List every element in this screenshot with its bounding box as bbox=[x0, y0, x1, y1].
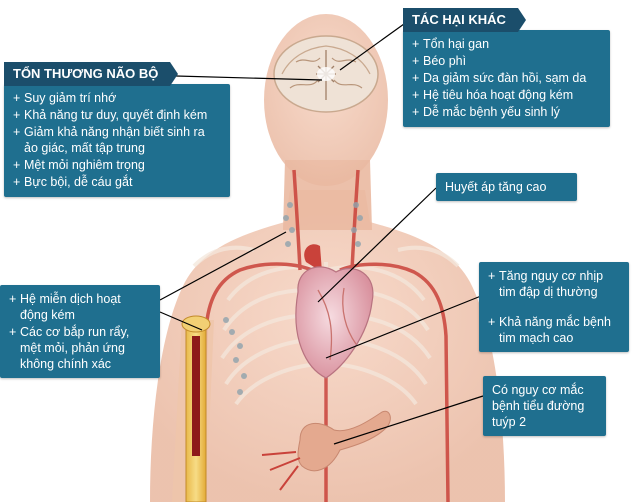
other-harm-item: Dễ mắc bệnh yếu sinh lý bbox=[412, 104, 601, 120]
brain-damage-list: Suy giảm trí nhớ Khả năng tư duy, quyết … bbox=[4, 84, 230, 197]
arm-bone-icon bbox=[172, 315, 214, 502]
other-harms-panel: TÁC HẠI KHÁC Tổn hại gan Béo phì Da giảm… bbox=[403, 8, 610, 127]
brain-damage-panel: TỔN THƯƠNG NÃO BỘ Suy giảm trí nhớ Khả n… bbox=[4, 62, 230, 197]
immune-item: Hệ miễn dịch hoạt động kém bbox=[9, 291, 151, 323]
brain-item: Mệt mỏi nghiêm trọng bbox=[13, 157, 221, 173]
other-harm-item: Hệ tiêu hóa hoạt động kém bbox=[412, 87, 601, 103]
brain-item: Khả năng tư duy, quyết định kém bbox=[13, 107, 221, 123]
other-harm-item: Tổn hại gan bbox=[412, 36, 601, 52]
immune-muscle-callout: Hệ miễn dịch hoạt động kém Các cơ bắp ru… bbox=[0, 285, 160, 378]
brain-item: Bực bội, dễ cáu gắt bbox=[13, 174, 221, 190]
leader-lines bbox=[159, 23, 484, 445]
other-harm-item: Béo phì bbox=[412, 53, 601, 69]
brain-icon bbox=[273, 35, 379, 113]
diabetes-callout: Có nguy cơ mắc bệnh tiểu đường tuýp 2 bbox=[483, 376, 606, 436]
lymph-nodes-icon bbox=[223, 202, 363, 395]
brain-damage-title: TỔN THƯƠNG NÃO BỘ bbox=[4, 62, 179, 86]
other-harm-item: Da giảm sức đàn hồi, sạm da bbox=[412, 70, 601, 86]
brain-item: Giảm khả năng nhận biết sinh ra ảo giác,… bbox=[13, 124, 221, 156]
other-harms-title: TÁC HẠI KHÁC bbox=[403, 8, 526, 32]
heart-risk-item: Tăng nguy cơ nhịp tim đập dị thường bbox=[488, 268, 620, 300]
heart-icon bbox=[295, 244, 374, 379]
heart-risk-item: Khả năng mắc bệnh tim mạch cao bbox=[488, 314, 620, 346]
brain-item: Suy giảm trí nhớ bbox=[13, 90, 221, 106]
blood-pressure-callout: Huyết áp tăng cao bbox=[436, 173, 577, 201]
other-harms-list: Tổn hại gan Béo phì Da giảm sức đàn hồi,… bbox=[403, 30, 610, 127]
heart-risk-callout: Tăng nguy cơ nhịp tim đập dị thường Khả … bbox=[479, 262, 629, 352]
immune-item: Các cơ bắp run rẩy, mệt mỏi, phản ứng kh… bbox=[9, 324, 151, 372]
